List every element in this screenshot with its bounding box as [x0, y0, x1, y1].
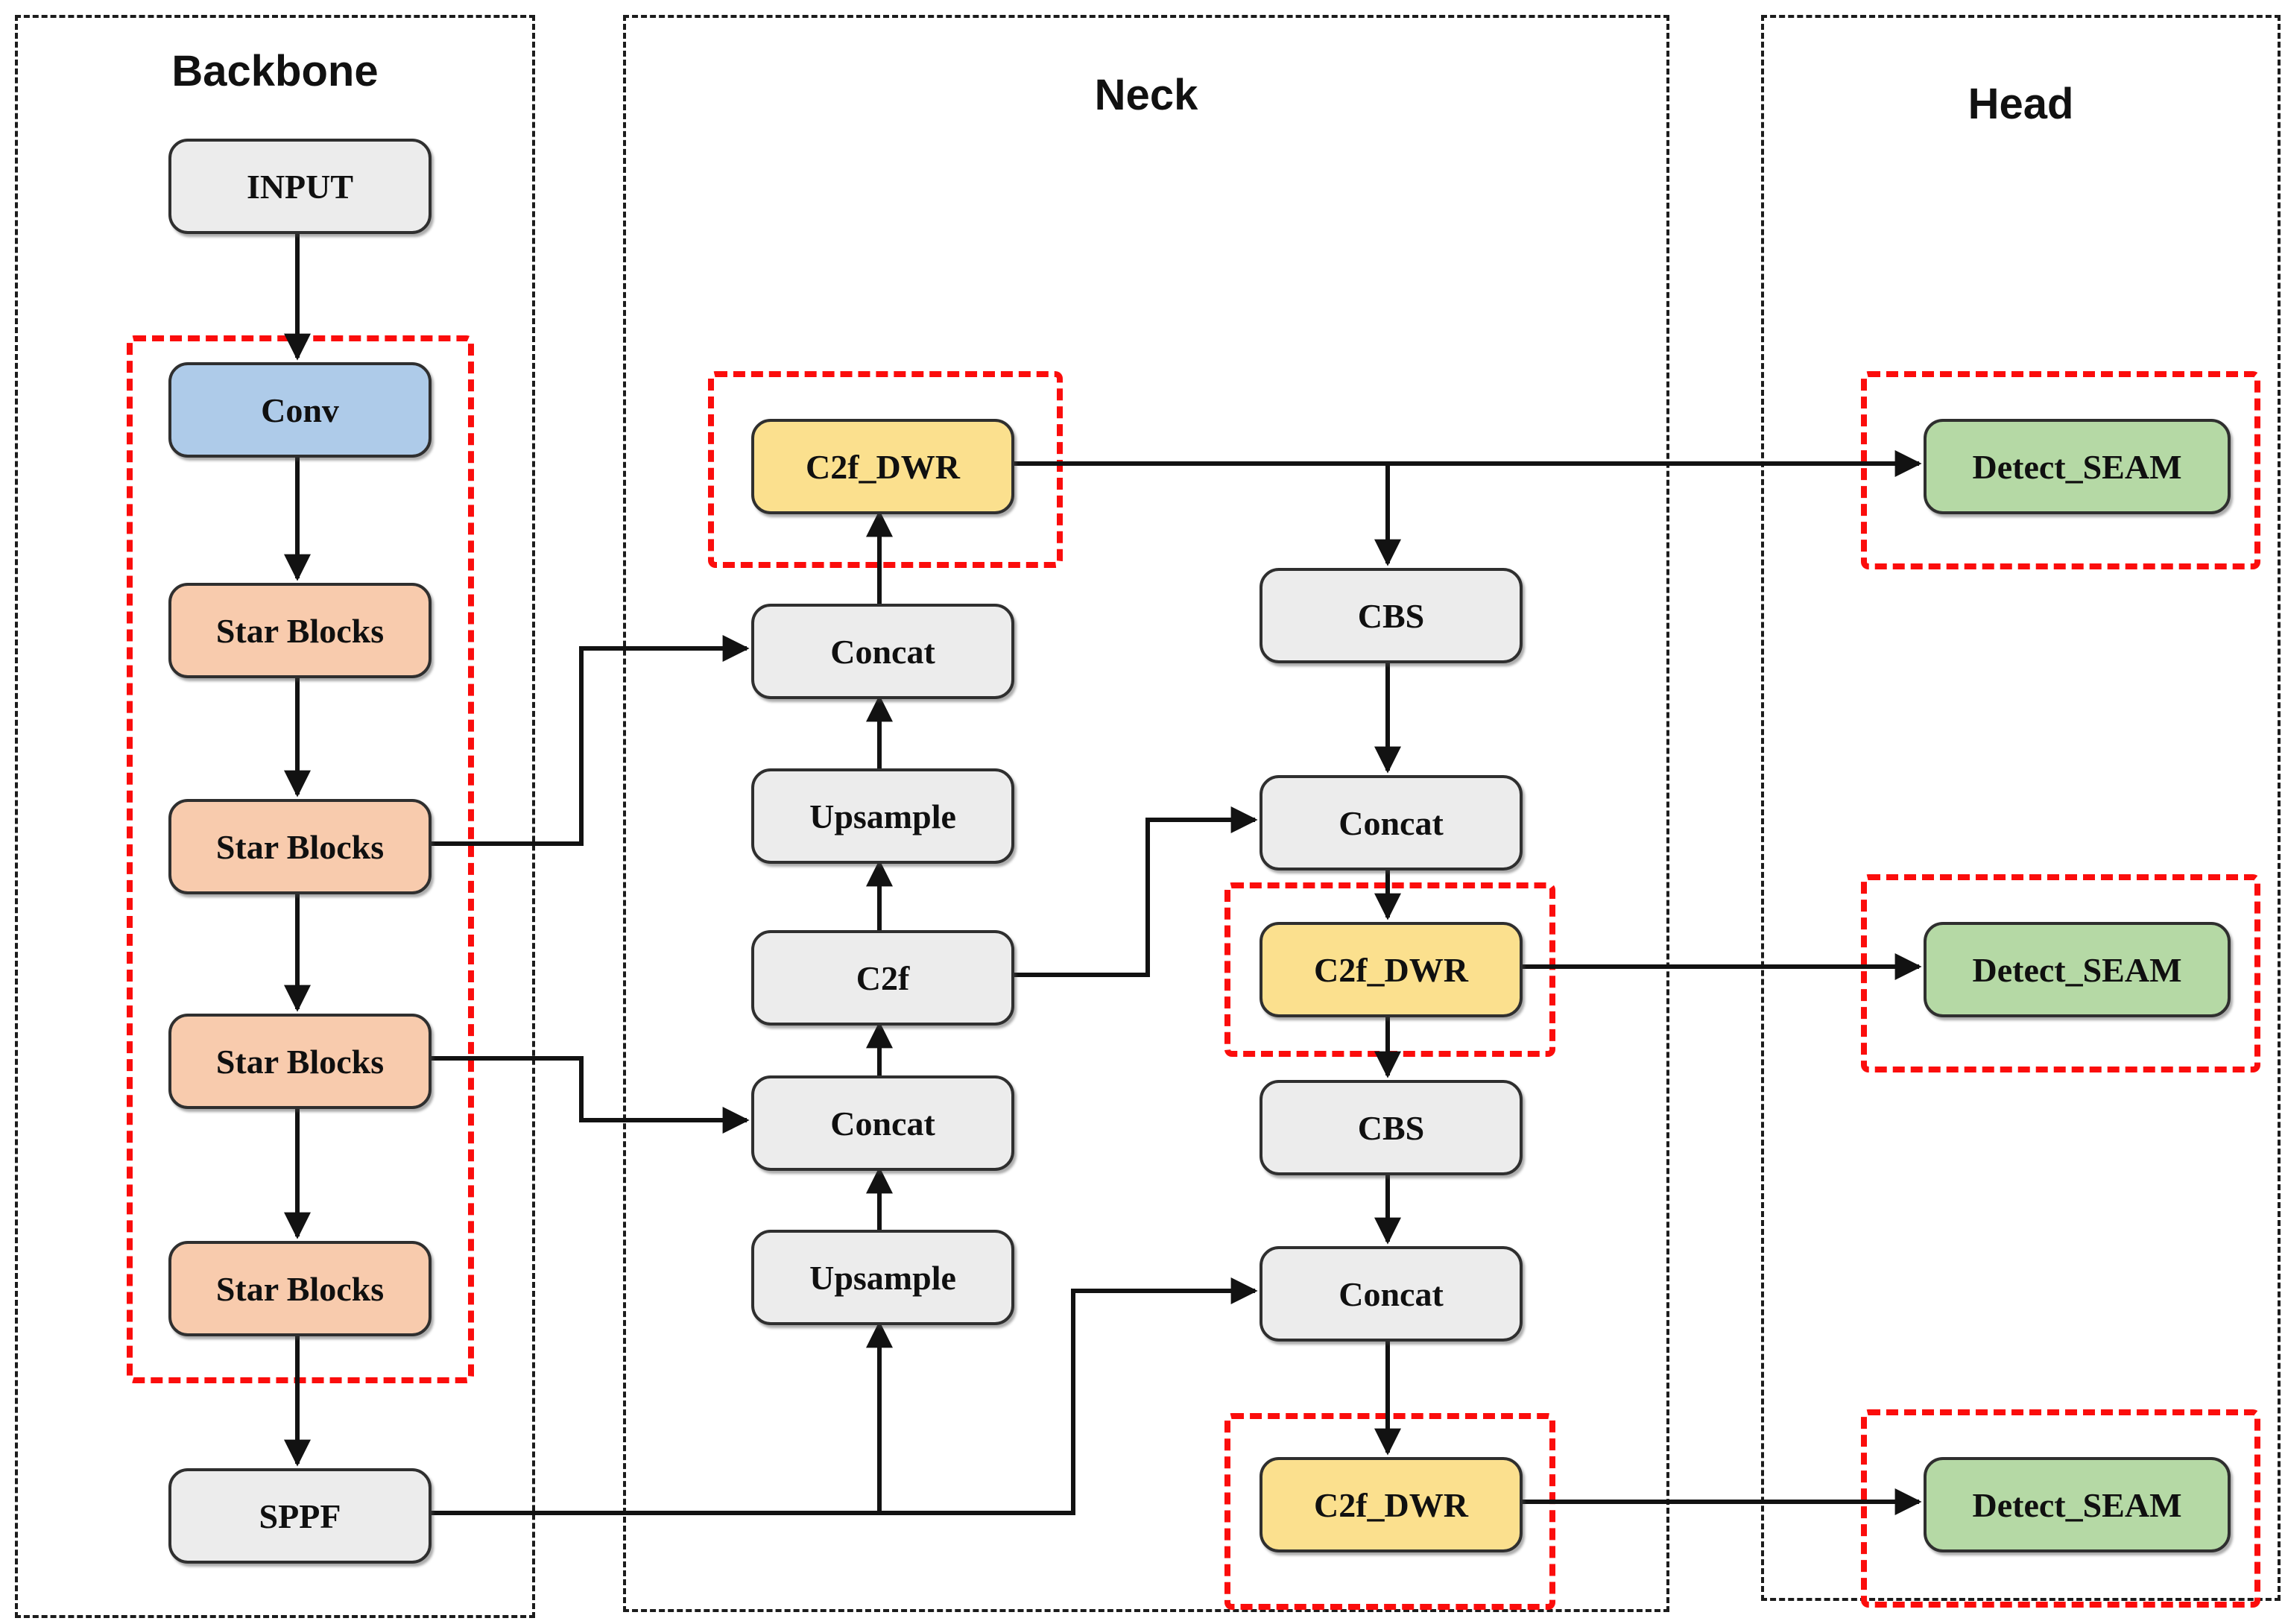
node-concat-bottom-left: Concat: [751, 1075, 1014, 1171]
node-input: INPUT: [168, 139, 432, 234]
node-upsample-bottom: Upsample: [751, 1230, 1014, 1325]
node-detect-seam-1: Detect_SEAM: [1924, 419, 2231, 514]
node-label: INPUT: [246, 167, 354, 206]
section-neck: Neck: [623, 15, 1669, 1612]
node-c2f-dwr-bottom: C2f_DWR: [1260, 1457, 1523, 1552]
node-star-blocks-2: Star Blocks: [168, 799, 432, 894]
node-label: CBS: [1357, 596, 1425, 635]
node-cbs-1: CBS: [1260, 568, 1523, 663]
section-title-neck: Neck: [1094, 71, 1198, 119]
node-label: Star Blocks: [215, 1269, 385, 1308]
node-concat-bottom-right: Concat: [1260, 1246, 1523, 1342]
node-detect-seam-3: Detect_SEAM: [1924, 1457, 2231, 1552]
node-label: Upsample: [809, 1258, 956, 1297]
node-label: C2f_DWR: [1314, 950, 1468, 989]
group-frame-head-detect-mid: [1861, 874, 2260, 1072]
node-star-blocks-4: Star Blocks: [168, 1241, 432, 1336]
node-label: Detect_SEAM: [1972, 950, 2182, 989]
node-c2f: C2f: [751, 930, 1014, 1026]
node-star-blocks-1: Star Blocks: [168, 583, 432, 678]
node-label: SPPF: [259, 1497, 341, 1535]
node-label: Detect_SEAM: [1972, 1485, 2182, 1524]
node-concat-top-left: Concat: [751, 604, 1014, 699]
node-cbs-2: CBS: [1260, 1080, 1523, 1175]
node-c2f-dwr-top: C2f_DWR: [751, 419, 1014, 514]
node-c2f-dwr-mid: C2f_DWR: [1260, 922, 1523, 1017]
edge-c2f-to-concat-top-right: [1008, 806, 1258, 977]
node-detect-seam-2: Detect_SEAM: [1924, 922, 2231, 1017]
node-label: Detect_SEAM: [1972, 447, 2182, 486]
section-title-backbone: Backbone: [171, 47, 379, 95]
node-label: C2f: [856, 958, 910, 997]
edge-star3-to-concat-bottom-left: [426, 1056, 750, 1134]
node-label: Upsample: [809, 797, 956, 835]
node-label: Star Blocks: [215, 827, 385, 866]
section-backbone: Backbone: [15, 15, 535, 1618]
node-label: Star Blocks: [215, 611, 385, 650]
node-concat-top-right: Concat: [1260, 775, 1523, 871]
section-title-head: Head: [1968, 80, 2074, 128]
node-label: Concat: [1339, 1274, 1444, 1313]
node-star-blocks-3: Star Blocks: [168, 1014, 432, 1109]
node-label: Conv: [261, 391, 339, 429]
node-label: Concat: [830, 1104, 935, 1143]
group-frame-head-detect-bottom: [1861, 1409, 2260, 1608]
group-frame-neck-c2fdwr-top: [708, 371, 1063, 568]
edge-star2-to-concat-top-left: [426, 635, 750, 846]
node-conv: Conv: [168, 362, 432, 458]
node-upsample-top: Upsample: [751, 768, 1014, 864]
node-sppf: SPPF: [168, 1468, 432, 1564]
node-label: C2f_DWR: [1314, 1485, 1468, 1524]
edge-sppf-to-concat-bottom-right: [426, 1277, 1258, 1515]
node-label: C2f_DWR: [806, 447, 960, 486]
section-head: Head: [1761, 15, 2281, 1601]
node-label: Star Blocks: [215, 1042, 385, 1081]
node-label: Concat: [1339, 803, 1444, 842]
group-frame-head-detect-top: [1861, 371, 2260, 569]
node-label: Concat: [830, 632, 935, 671]
node-label: CBS: [1357, 1108, 1425, 1147]
